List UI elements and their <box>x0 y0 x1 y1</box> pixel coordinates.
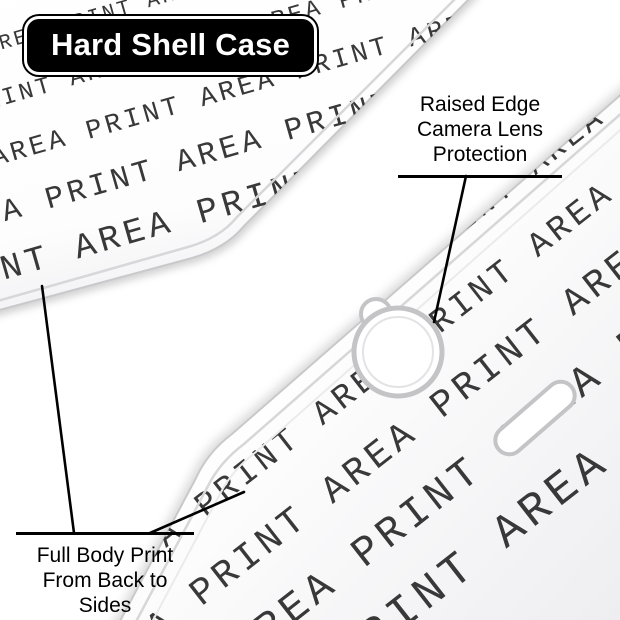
annotation-line: Raised Edge <box>419 93 541 116</box>
leader-line-camera <box>432 174 468 324</box>
case-back-edge-lip <box>0 0 456 302</box>
annotation-line: Full Body Print <box>36 544 174 567</box>
side-port-cutout <box>493 379 577 457</box>
annotation-full-body-print: Full Body Print From Back to Sides <box>16 532 194 618</box>
annotation-line: Camera Lens <box>416 118 544 141</box>
leader-line-fullbody-left <box>40 284 76 535</box>
leader-line-fullbody-right <box>148 490 246 535</box>
annotation-line: Sides <box>78 594 132 617</box>
case-front-edge-lip <box>135 112 620 620</box>
annotation-camera-protection: Raised Edge Camera Lens Protection <box>398 92 562 178</box>
camera-lens-cutout <box>351 297 445 399</box>
badge-label: Hard Shell Case <box>51 27 291 62</box>
annotation-line: Protection <box>432 143 528 166</box>
case-front-edge-lip-inner <box>151 128 620 620</box>
case-back-shell <box>0 0 470 311</box>
hard-shell-case-badge: Hard Shell Case <box>24 16 318 75</box>
annotation-line: From Back to <box>42 569 168 592</box>
